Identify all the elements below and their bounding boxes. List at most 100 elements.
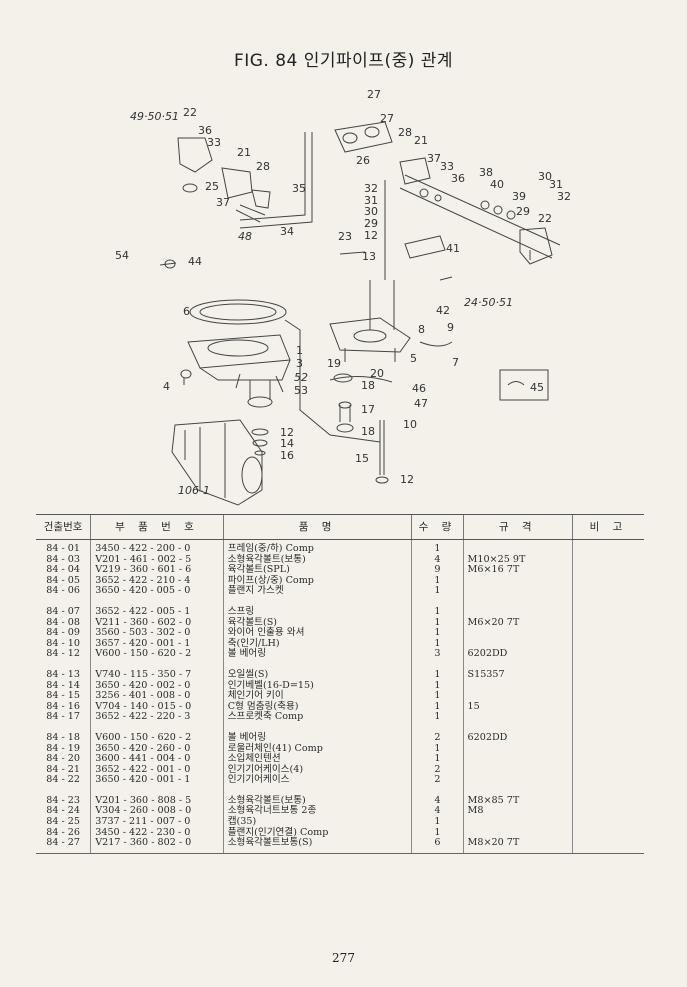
- svg-text:12: 12: [280, 426, 294, 439]
- svg-text:28: 28: [256, 160, 270, 173]
- cell-spec: [462, 743, 573, 755]
- svg-text:3: 3: [296, 357, 303, 370]
- svg-text:36: 36: [451, 172, 465, 185]
- cell-ref-no: 84 - 12: [46, 648, 80, 660]
- exploded-parts-diagram: 49·50·51 22 36 33 21 28 25 37 48 35 34 2…: [0, 80, 687, 510]
- cell-part-no: V217 - 360 - 802 - 0: [90, 837, 224, 854]
- cell-ref-no: 84 - 01: [46, 543, 80, 554]
- svg-text:4: 4: [163, 380, 170, 393]
- svg-text:22: 22: [538, 212, 552, 225]
- svg-text:17: 17: [361, 403, 375, 416]
- cell-spec: 6202DD: [462, 732, 573, 744]
- cell-spec: M8×20 7T: [462, 837, 573, 854]
- svg-text:39: 39: [512, 190, 526, 203]
- cell-part-no: 3600 - 441 - 004 - 0: [90, 753, 224, 765]
- cell-part-name: 와이어 인출용 와셔: [222, 628, 412, 639]
- cell-spec: [462, 775, 573, 786]
- cell-quantity: 6: [411, 837, 464, 854]
- svg-text:1: 1: [296, 344, 303, 357]
- cell-part-no: V211 - 360 - 602 - 0: [90, 617, 224, 629]
- cell-part-name: 육각볼트(S): [222, 617, 412, 629]
- cell-remarks: [572, 617, 644, 629]
- frame-plate-5: [329, 317, 411, 353]
- cell-part-no: 3650 - 420 - 002 - 0: [90, 680, 224, 692]
- cell-ref-no: 84 - 16: [46, 700, 80, 712]
- cell-part-name: 스프로켓축 Comp: [222, 712, 412, 723]
- cell-part-name: 캡(35): [222, 816, 412, 828]
- spring-wire: [419, 341, 453, 347]
- cell-spec: [462, 827, 573, 839]
- svg-text:7: 7: [452, 356, 459, 369]
- cell-remarks: [572, 606, 644, 618]
- cell-part-no: 3256 - 401 - 008 - 0: [90, 691, 224, 702]
- cell-ref-no: 84 - 21: [46, 763, 80, 775]
- cell-part-no: V201 - 461 - 002 - 5: [90, 554, 224, 566]
- cell-ref-no: 84 - 27: [36, 837, 91, 854]
- cell-remarks: [572, 827, 644, 839]
- cell-spec: S15357: [462, 669, 573, 681]
- cell-quantity: 1: [411, 575, 464, 587]
- svg-text:33: 33: [207, 136, 221, 149]
- cell-part-name: 소형육각볼트보통(S): [222, 837, 412, 854]
- svg-text:30: 30: [538, 170, 552, 183]
- gasket-6: [189, 299, 287, 325]
- svg-text:16: 16: [280, 449, 294, 462]
- svg-text:15: 15: [355, 452, 369, 465]
- cell-remarks: [572, 628, 644, 639]
- svg-text:12: 12: [400, 473, 414, 486]
- svg-text:10: 10: [403, 418, 417, 431]
- group-spacer: [36, 596, 644, 607]
- cell-spec: [462, 680, 573, 692]
- cell-ref-no: 84 - 10: [46, 637, 80, 649]
- cell-spec: [462, 539, 573, 555]
- left-pipe: [239, 132, 313, 229]
- cell-spec: [462, 764, 573, 776]
- svg-text:45: 45: [530, 381, 544, 394]
- figure-title: FIG. 84 인기파이프(중) 관계: [233, 51, 454, 71]
- cell-remarks: [572, 817, 644, 828]
- cell-ref-no: 84 - 17: [46, 711, 80, 723]
- cell-quantity: 1: [411, 669, 464, 681]
- cell-part-name: 인기기어케이스: [222, 775, 412, 786]
- svg-text:23: 23: [338, 230, 352, 243]
- cell-remarks: [572, 775, 644, 786]
- cell-remarks: [572, 701, 644, 713]
- svg-text:37: 37: [427, 152, 441, 165]
- header-spec: 규 격: [462, 514, 573, 540]
- cell-part-no: 3650 - 420 - 005 - 0: [90, 586, 224, 597]
- cell-spec: M6×16 7T: [462, 565, 573, 576]
- svg-text:20: 20: [370, 367, 384, 380]
- cell-spec: 15: [462, 701, 573, 713]
- cell-part-no: 3657 - 420 - 001 - 1: [90, 638, 224, 650]
- cell-part-name: 오일씰(S): [222, 669, 412, 681]
- svg-text:37: 37: [216, 196, 230, 209]
- cell-part-name: 체인기어 키이: [222, 691, 412, 702]
- cell-part-no: 3652 - 422 - 220 - 3: [90, 712, 224, 723]
- cell-remarks: [572, 586, 644, 597]
- cell-part-no: 3652 - 422 - 210 - 4: [90, 575, 224, 587]
- svg-text:48: 48: [238, 230, 252, 243]
- cell-part-no: V600 - 150 - 620 - 2: [90, 732, 224, 744]
- cell-quantity: 1: [411, 628, 464, 639]
- svg-text:29: 29: [516, 205, 530, 218]
- top-flange: [334, 121, 393, 153]
- cell-remarks: [572, 691, 644, 702]
- cell-part-name: 육각볼트(SPL): [222, 565, 412, 576]
- cell-part-no: V704 - 140 - 015 - 0: [90, 701, 224, 713]
- cell-ref-no: 84 - 04: [46, 564, 80, 576]
- cell-remarks: [572, 764, 644, 776]
- right-gear-case: [399, 157, 431, 185]
- svg-text:30: 30: [364, 205, 378, 218]
- cell-quantity: 4: [411, 554, 464, 566]
- cell-spec: M6×20 7T: [462, 617, 573, 629]
- upper-pipe: [399, 174, 561, 259]
